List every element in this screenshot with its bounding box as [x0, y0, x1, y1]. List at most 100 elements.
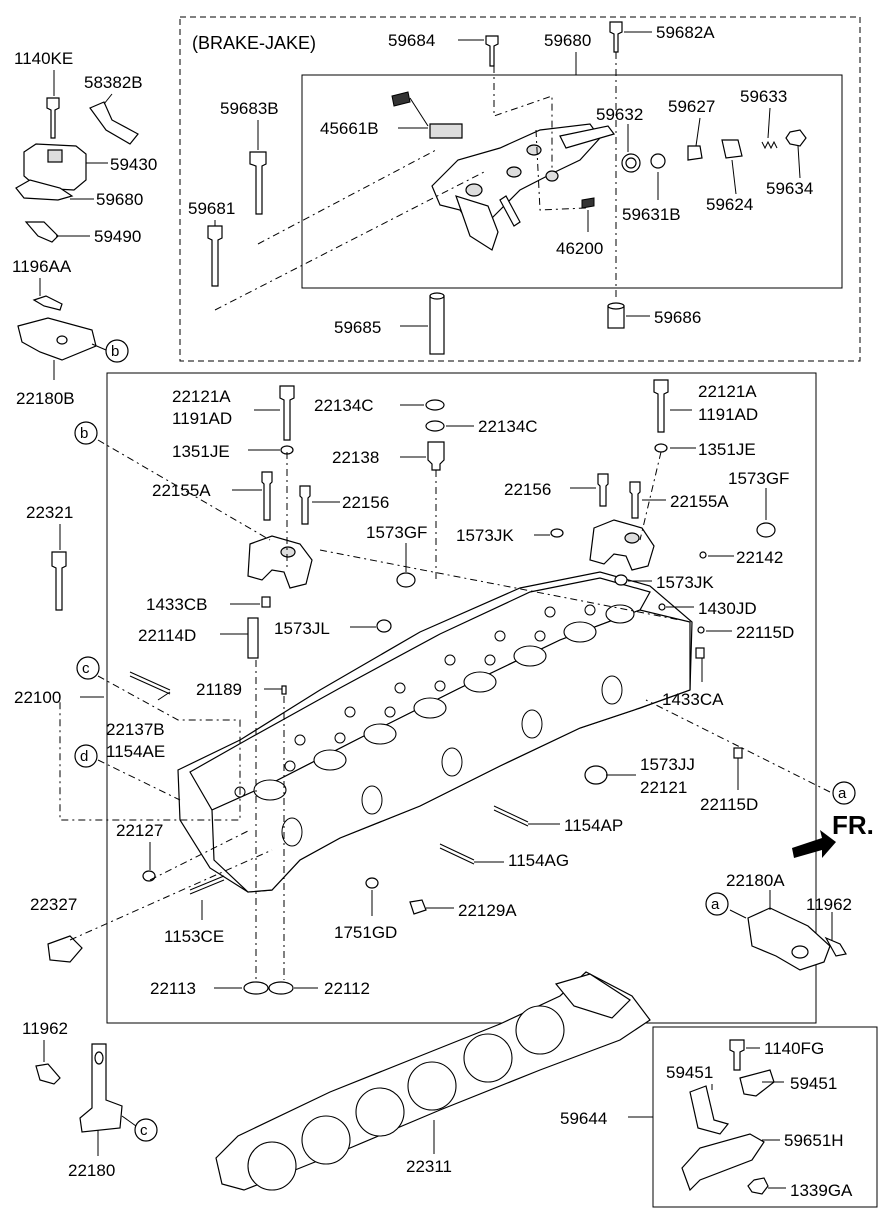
label-1573jl: 1573JL — [274, 619, 330, 638]
label-22142: 22142 — [736, 548, 783, 567]
bracket-22180a — [747, 907, 847, 971]
label-22113: 22113 — [150, 979, 196, 998]
callout-b-2: b — [80, 425, 88, 442]
label-22155a-right: 22155A — [670, 492, 729, 511]
label-59686: 59686 — [654, 308, 701, 327]
label-22129a: 22129A — [458, 901, 517, 920]
label-59651h: 59651H — [784, 1131, 844, 1150]
group-title: (BRAKE-JAKE) — [192, 33, 316, 53]
label-1573gf-mid: 1573GF — [366, 523, 427, 542]
label-59490: 59490 — [94, 227, 141, 246]
label-59681: 59681 — [188, 199, 235, 218]
label-1433ca: 1433CA — [662, 690, 724, 709]
label-45661b: 45661B — [320, 119, 379, 138]
label-59451-right: 59451 — [790, 1074, 837, 1093]
label-59627: 59627 — [668, 97, 715, 116]
front-arrow — [792, 830, 836, 858]
label-21189: 21189 — [196, 680, 242, 699]
label-59624: 59624 — [706, 195, 753, 214]
label-22155a-left: 22155A — [152, 481, 211, 500]
label-22115d-bottom: 22115D — [700, 795, 758, 814]
leader-lines — [39, 31, 833, 1189]
label-59685: 59685 — [334, 318, 381, 337]
label-1573jj: 1573JJ — [640, 755, 695, 774]
label-22156-left: 22156 — [342, 493, 389, 512]
label-1196aa: 1196AA — [12, 257, 72, 276]
bracket-kit-parts — [681, 1039, 775, 1195]
callout-a-2: a — [711, 896, 720, 913]
label-22327: 22327 — [30, 895, 77, 914]
label-1351je-left: 1351JE — [172, 442, 230, 461]
label-1140ke: 1140KE — [14, 49, 73, 68]
label-59680-top: 59680 — [544, 31, 591, 50]
label-1154ap: 1154AP — [564, 816, 623, 835]
part-labels: 1140KE 58382B 59430 59680 59490 1196AA 2… — [12, 23, 853, 1200]
label-59430: 59430 — [110, 155, 157, 174]
label-1154ae: 1154AE — [106, 742, 165, 761]
label-22138: 22138 — [332, 448, 379, 467]
label-22112: 22112 — [324, 979, 370, 998]
label-1573jk-mid: 1573JK — [456, 526, 514, 545]
label-59632: 59632 — [596, 105, 643, 124]
brake-jake-inner-frame — [301, 74, 843, 289]
label-22121a-right: 22121A — [698, 382, 757, 401]
left-brake-parts — [15, 97, 139, 361]
direction-label: FR. — [832, 810, 874, 840]
label-1430jd: 1430JD — [698, 599, 757, 618]
callout-c-2: c — [140, 1122, 148, 1139]
label-1351je-right: 1351JE — [698, 440, 756, 459]
label-59633: 59633 — [740, 87, 787, 106]
label-22180: 22180 — [68, 1161, 115, 1180]
label-1573jk-right: 1573JK — [656, 573, 714, 592]
label-11962-right: 11962 — [806, 895, 852, 914]
callout-b-1: b — [111, 343, 119, 360]
brake-jake-group-frame — [179, 16, 861, 362]
callout-a-1: a — [838, 785, 847, 802]
label-11962-left: 11962 — [22, 1019, 68, 1038]
cylinder-head — [177, 571, 693, 893]
label-22311: 22311 — [406, 1157, 452, 1176]
label-1433cb: 1433CB — [146, 595, 207, 614]
label-46200: 46200 — [556, 239, 603, 258]
label-59683b: 59683B — [220, 99, 279, 118]
label-22180a: 22180A — [726, 871, 785, 890]
label-22156-right: 22156 — [504, 480, 551, 499]
label-22137b: 22137B — [106, 720, 165, 739]
label-22134c-left: 22134C — [314, 396, 374, 415]
label-1154ag: 1154AG — [508, 851, 569, 870]
label-1751gd: 1751GD — [334, 923, 397, 942]
callout-circles: b b c d a a c — [74, 339, 856, 1142]
label-59684: 59684 — [388, 31, 435, 50]
cam-caps — [247, 519, 655, 589]
label-22321: 22321 — [26, 503, 73, 522]
label-1140fg: 1140FG — [764, 1039, 824, 1058]
label-59451-left: 59451 — [666, 1063, 713, 1082]
label-22180b: 22180B — [16, 389, 75, 408]
label-59680-left: 59680 — [96, 190, 143, 209]
label-1191ad-left: 1191AD — [172, 409, 232, 428]
head-gasket — [215, 971, 651, 1191]
callout-c-1: c — [82, 660, 90, 677]
label-22121a-left: 22121A — [172, 387, 231, 406]
cylinder-head-frame — [106, 372, 817, 1024]
assembly-lines — [59, 439, 831, 980]
label-59644: 59644 — [560, 1109, 607, 1128]
label-58382b: 58382B — [84, 73, 143, 92]
label-1573gf-right: 1573GF — [728, 469, 789, 488]
label-22134c-right: 22134C — [478, 417, 538, 436]
label-1153ce: 1153CE — [164, 927, 224, 946]
label-22127: 22127 — [116, 821, 163, 840]
label-22115d-top: 22115D — [736, 623, 794, 642]
label-22100: 22100 — [14, 688, 61, 707]
label-59682a: 59682A — [656, 23, 715, 42]
label-22114d: 22114D — [138, 626, 196, 645]
callout-d-1: d — [80, 748, 88, 765]
label-59634: 59634 — [766, 179, 813, 198]
label-1339ga: 1339GA — [790, 1181, 853, 1200]
brake-jake-assembly — [207, 21, 807, 355]
label-22121: 22121 — [640, 778, 687, 797]
bracket-22180 — [35, 1043, 123, 1133]
label-1191ad-right: 1191AD — [698, 405, 758, 424]
